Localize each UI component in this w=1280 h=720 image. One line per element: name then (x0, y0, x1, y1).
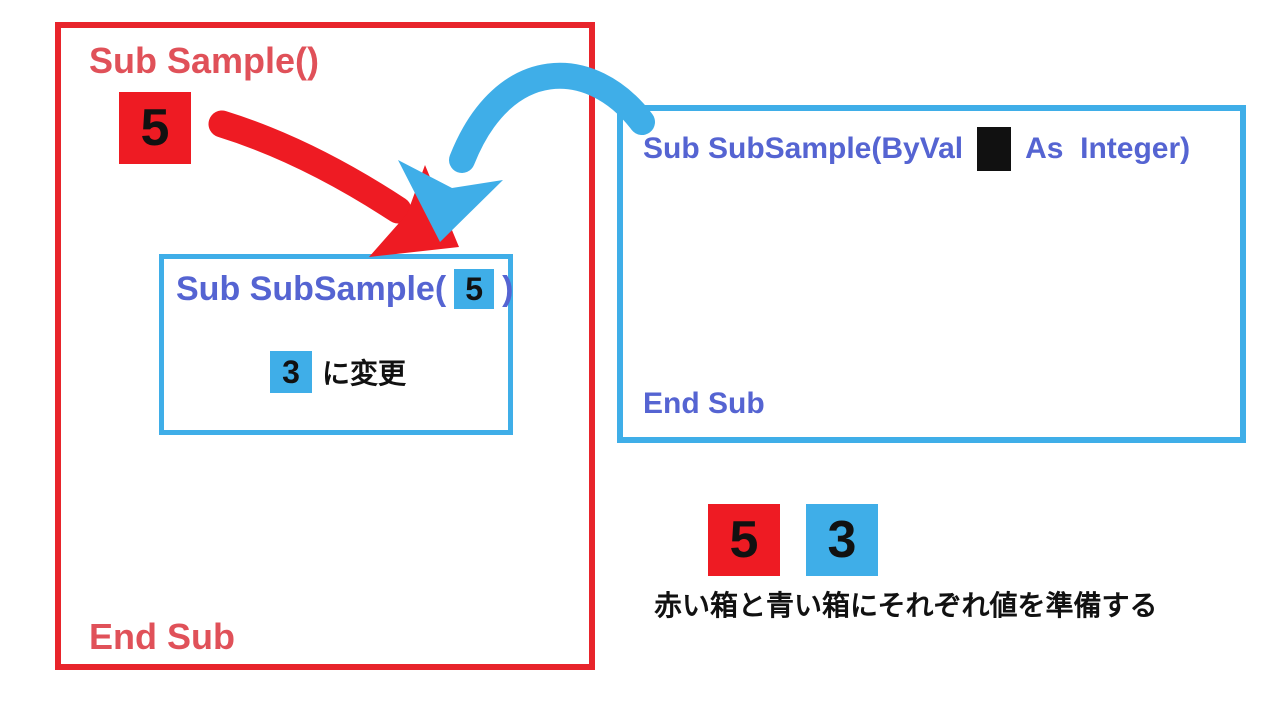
legend-red-value-text: 5 (729, 511, 759, 569)
blue-changed-value-square: 3 (270, 351, 312, 393)
call-text-after: ) (502, 269, 514, 308)
red-value-text: 5 (140, 99, 170, 157)
callee-end-label: End Sub (643, 387, 765, 420)
callee-title-after: As Integer) (1025, 132, 1191, 165)
legend-caption: 赤い箱と青い箱にそれぞれ値を準備する (654, 590, 1158, 621)
legend-blue-value-text: 3 (827, 511, 857, 569)
red-value-square: 5 (119, 92, 191, 164)
parameter-placeholder-icon (977, 127, 1012, 171)
blue-argument-square: 5 (454, 269, 495, 309)
call-text-before: Sub SubSample( (176, 269, 447, 308)
callee-title-before: Sub SubSample(ByVal (643, 132, 964, 165)
caller-title: Sub Sample() (89, 40, 320, 81)
change-label: に変更 (322, 358, 407, 389)
callee-sub-box: Sub SubSample(ByVal As Integer) End Sub (617, 105, 1246, 443)
caller-end-label: End Sub (89, 616, 235, 657)
legend-blue-square: 3 (806, 504, 878, 576)
call-site-box: Sub SubSample( 5 ) 3 に変更 (159, 254, 513, 435)
changed-value-text: 3 (282, 353, 300, 390)
change-line: 3 に変更 (270, 351, 406, 393)
caller-sub-box: Sub Sample() 5 Sub SubSample( 5 ) 3 に変更 … (55, 22, 595, 670)
legend-red-square: 5 (708, 504, 780, 576)
legend-squares: 5 3 (708, 504, 878, 576)
call-line: Sub SubSample( 5 ) (176, 269, 513, 309)
callee-title: Sub SubSample(ByVal As Integer) (643, 127, 1190, 171)
argument-value-text: 5 (465, 270, 484, 307)
